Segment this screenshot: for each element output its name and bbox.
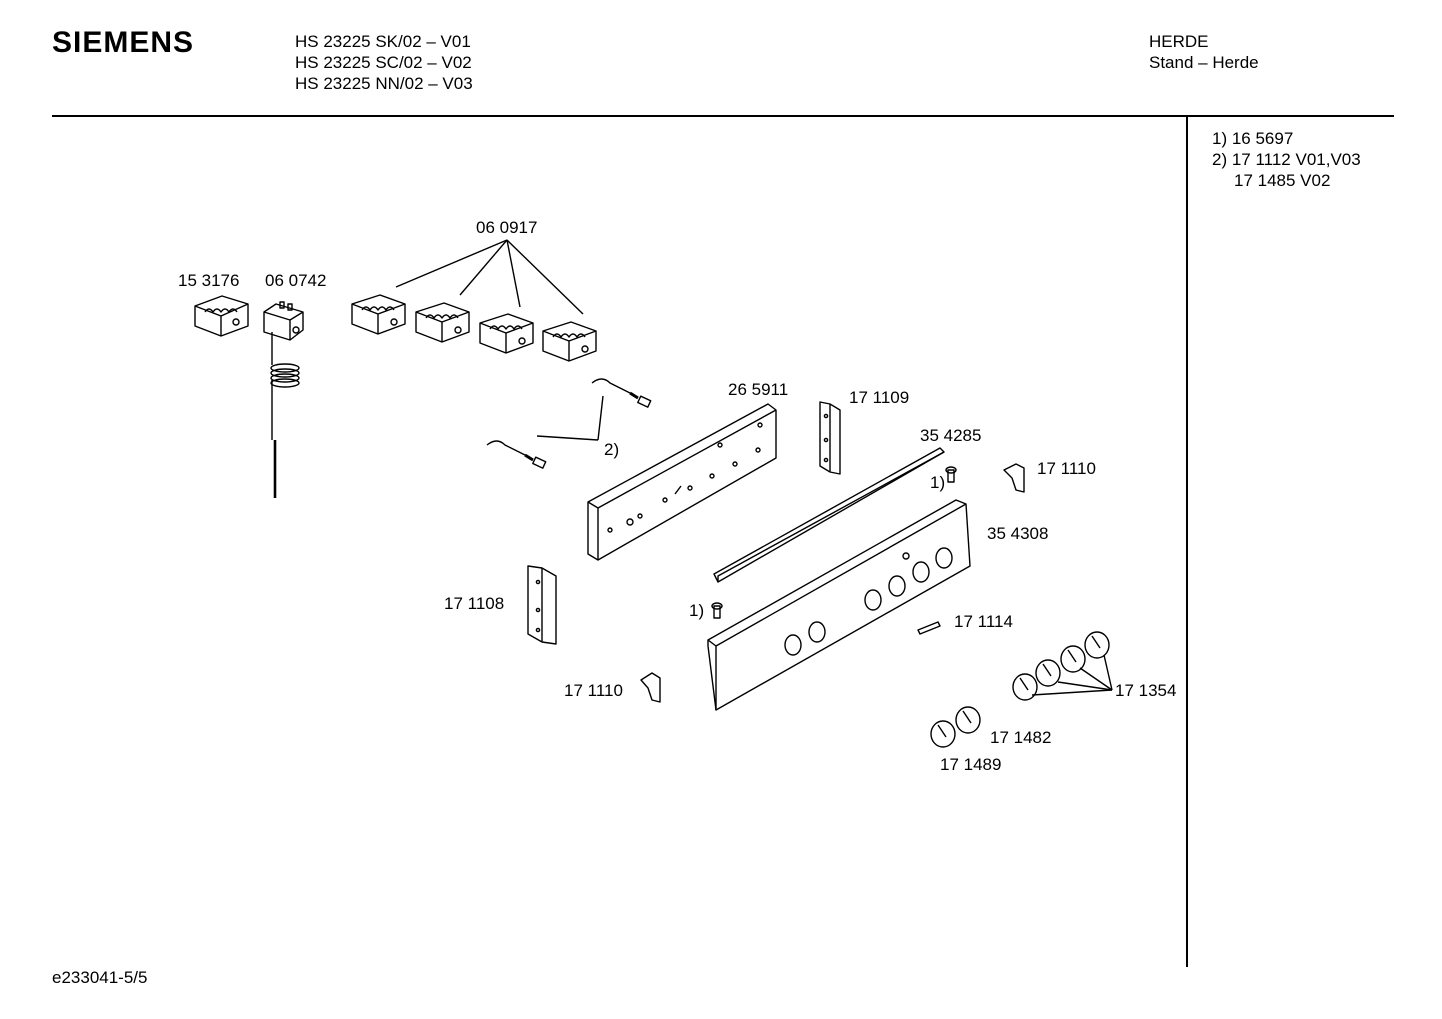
switch-060917 — [415, 302, 470, 343]
subcategory: Stand – Herde — [1149, 53, 1259, 72]
bracket-171109 — [819, 401, 841, 475]
note-line: 2) 17 1112 V01,V03 — [1212, 150, 1361, 169]
ref-1-bottom: 1) — [689, 601, 705, 620]
control-panel-354308 — [707, 499, 971, 711]
ref-2: 2) — [604, 440, 620, 459]
model-list: HS 23225 SK/02 – V01 HS 23225 SC/02 – V0… — [295, 31, 473, 94]
ref-1-top: 1) — [930, 473, 946, 492]
knob-icon — [1084, 631, 1110, 659]
label-265911: 26 5911 — [728, 380, 789, 399]
leader-lines-171354 — [1031, 654, 1113, 696]
model-line: HS 23225 SC/02 – V02 — [295, 53, 472, 72]
label-354308: 35 4308 — [987, 524, 1049, 543]
label-171482: 17 1482 — [990, 728, 1052, 747]
note-line: 1) 16 5697 — [1212, 129, 1294, 148]
model-line: HS 23225 NN/02 – V03 — [295, 74, 473, 93]
panel-frame-265911 — [587, 403, 777, 561]
label-171110-top: 17 1110 — [1037, 459, 1096, 478]
switch-060917 — [479, 313, 534, 354]
leader-lines-060917 — [395, 239, 584, 315]
notes-divider — [1186, 117, 1188, 967]
knob-icon — [1012, 673, 1038, 701]
rail-354285 — [713, 447, 945, 583]
label-171109: 17 1109 — [849, 388, 910, 407]
label-171110-bottom: 17 1110 — [564, 681, 623, 700]
label-171108: 17 1108 — [444, 594, 505, 613]
switch-060917 — [351, 294, 406, 335]
knob-icon — [955, 706, 981, 734]
lamp-assembly — [486, 378, 652, 469]
knob-icon — [1060, 645, 1086, 673]
clip-171110 — [640, 672, 661, 703]
label-060742: 06 0742 — [265, 271, 327, 290]
document-id: e233041-5/5 — [52, 968, 148, 987]
category: HERDE — [1149, 32, 1209, 51]
switch-153176 — [194, 295, 249, 337]
notes: 1) 16 5697 2) 17 1112 V01,V03 17 1485 V0… — [1212, 128, 1361, 191]
note-line: 17 1485 V02 — [1234, 171, 1331, 190]
switch-060917 — [542, 321, 597, 362]
screw-icon — [711, 602, 723, 619]
label-354285: 35 4285 — [920, 426, 982, 445]
knob-icon — [930, 720, 956, 748]
label-060917: 06 0917 — [476, 218, 538, 237]
label-171354: 17 1354 — [1115, 681, 1177, 700]
label-171489: 17 1489 — [940, 755, 1002, 774]
label-171114: 17 1114 — [954, 612, 1013, 631]
label-153176: 15 3176 — [178, 271, 240, 290]
knob-icon — [1035, 659, 1061, 687]
part-171114 — [917, 621, 941, 635]
category-block: HERDE Stand – Herde — [1149, 31, 1259, 73]
clip-171110 — [1003, 463, 1025, 493]
model-line: HS 23225 SK/02 – V01 — [295, 32, 471, 51]
screw-icon — [945, 466, 957, 483]
brand-logo: SIEMENS — [52, 26, 195, 59]
thermostat-060742 — [263, 301, 304, 498]
bracket-171108 — [527, 565, 557, 645]
header-divider — [52, 115, 1394, 117]
